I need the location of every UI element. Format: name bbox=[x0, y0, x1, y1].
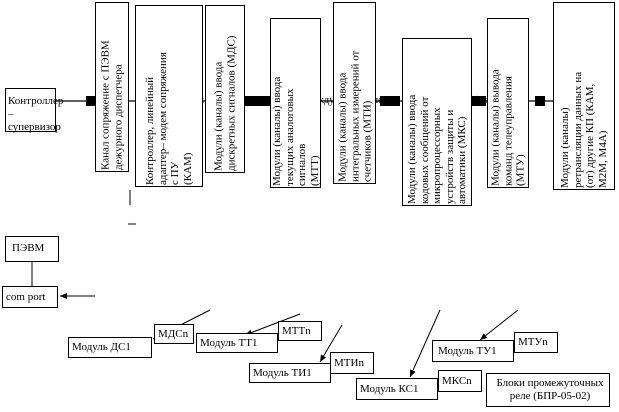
controller-box: Контроллер – супервизор bbox=[5, 88, 63, 133]
module-ds1-box: Модуль ДС1 bbox=[68, 337, 152, 358]
mtin-box: МТИn bbox=[330, 352, 374, 374]
module-tt1-label: Модуль ТТ1 bbox=[200, 337, 258, 349]
bus-joint bbox=[240, 96, 270, 106]
module-label: Канал сопряжение с ПЭВМ дежурного диспет… bbox=[99, 40, 125, 170]
mdsn-label: МДСn bbox=[158, 328, 189, 340]
module-label: Модули (каналы) ввода текущих аналоговых… bbox=[270, 76, 320, 186]
module-mti: Модули (каналы) ввода интегральных измер… bbox=[333, 2, 376, 184]
mdsn-box: МДСn bbox=[154, 324, 194, 344]
module-tu1-box: Модуль ТУ1 bbox=[432, 340, 514, 362]
arrow-ti1 bbox=[319, 324, 343, 363]
module-ti1-label: Модуль ТИ1 bbox=[253, 367, 312, 379]
module-tt1-box: Модуль ТТ1 bbox=[196, 333, 278, 353]
mttn-box: МТТn bbox=[278, 321, 322, 341]
module-mds: Модули (каналы) ввода дискретных сигнало… bbox=[205, 5, 245, 173]
bpr-label: Блоки промежуточных реле (БПР-05-02) bbox=[496, 377, 604, 402]
module-label: Модули (каналы) вывода команд телеуправл… bbox=[489, 69, 527, 186]
com-port-label: com port bbox=[6, 291, 46, 303]
bus-joint bbox=[380, 96, 400, 106]
module-ks1-label: Модуль КС1 bbox=[360, 383, 419, 395]
module-mtt: Модули (каналы) ввода текущих аналоговых… bbox=[270, 18, 321, 188]
bpr-box: Блоки промежуточных реле (БПР-05-02) bbox=[486, 373, 610, 407]
mttn-label: МТТn bbox=[282, 325, 311, 337]
arrow-tt1 bbox=[244, 313, 301, 336]
module-mks: Модули (каналы) ввода кодовых сообщений … bbox=[402, 38, 472, 206]
mtun-label: МТУn bbox=[518, 336, 548, 348]
module-label: Модули (каналы) ввода интегральных измер… bbox=[335, 50, 373, 182]
mksn-box: МКСn bbox=[438, 370, 482, 392]
pevm-box: ПЭВМ bbox=[5, 236, 59, 262]
module-kam: Контроллер, линейный адаптер– модем сопр… bbox=[135, 5, 203, 187]
module-ks1-box: Модуль КС1 bbox=[356, 378, 438, 400]
pevm-label: ПЭВМ bbox=[12, 242, 45, 254]
module-tu1-label: Модуль ТУ1 bbox=[438, 345, 497, 357]
bus-joint bbox=[535, 96, 545, 106]
module-pevm-channel: Канал сопряжение с ПЭВМ дежурного диспет… bbox=[95, 2, 129, 172]
module-label: Контроллер, линейный адаптер– модем сопр… bbox=[144, 52, 194, 185]
module-label: Модули (каналы) ретрансляции данных на (… bbox=[559, 71, 609, 188]
module-ds1-label: Модуль ДС1 bbox=[72, 341, 131, 353]
module-mtu: Модули (каналы) вывода команд телеуправл… bbox=[487, 18, 529, 188]
module-label: Модули (каналы) ввода кодовых сообщений … bbox=[405, 94, 468, 204]
mtin-label: МТИn bbox=[334, 357, 364, 369]
mtun-box: МТУn bbox=[514, 332, 558, 353]
bus-joint bbox=[472, 96, 486, 106]
arrow-tu1 bbox=[479, 309, 519, 341]
arrow-ks1 bbox=[409, 309, 441, 378]
module-label: Модули (каналы) ввода дискретных сигнало… bbox=[212, 35, 238, 171]
module-retranslation: Модули (каналы) ретрансляции данных на (… bbox=[553, 2, 615, 190]
mksn-label: МКСn bbox=[442, 375, 472, 387]
com-port-box: com port bbox=[2, 286, 58, 308]
controller-label: Контроллер – супервизор bbox=[8, 95, 64, 133]
module-ti1-box: Модуль ТИ1 bbox=[249, 363, 331, 383]
